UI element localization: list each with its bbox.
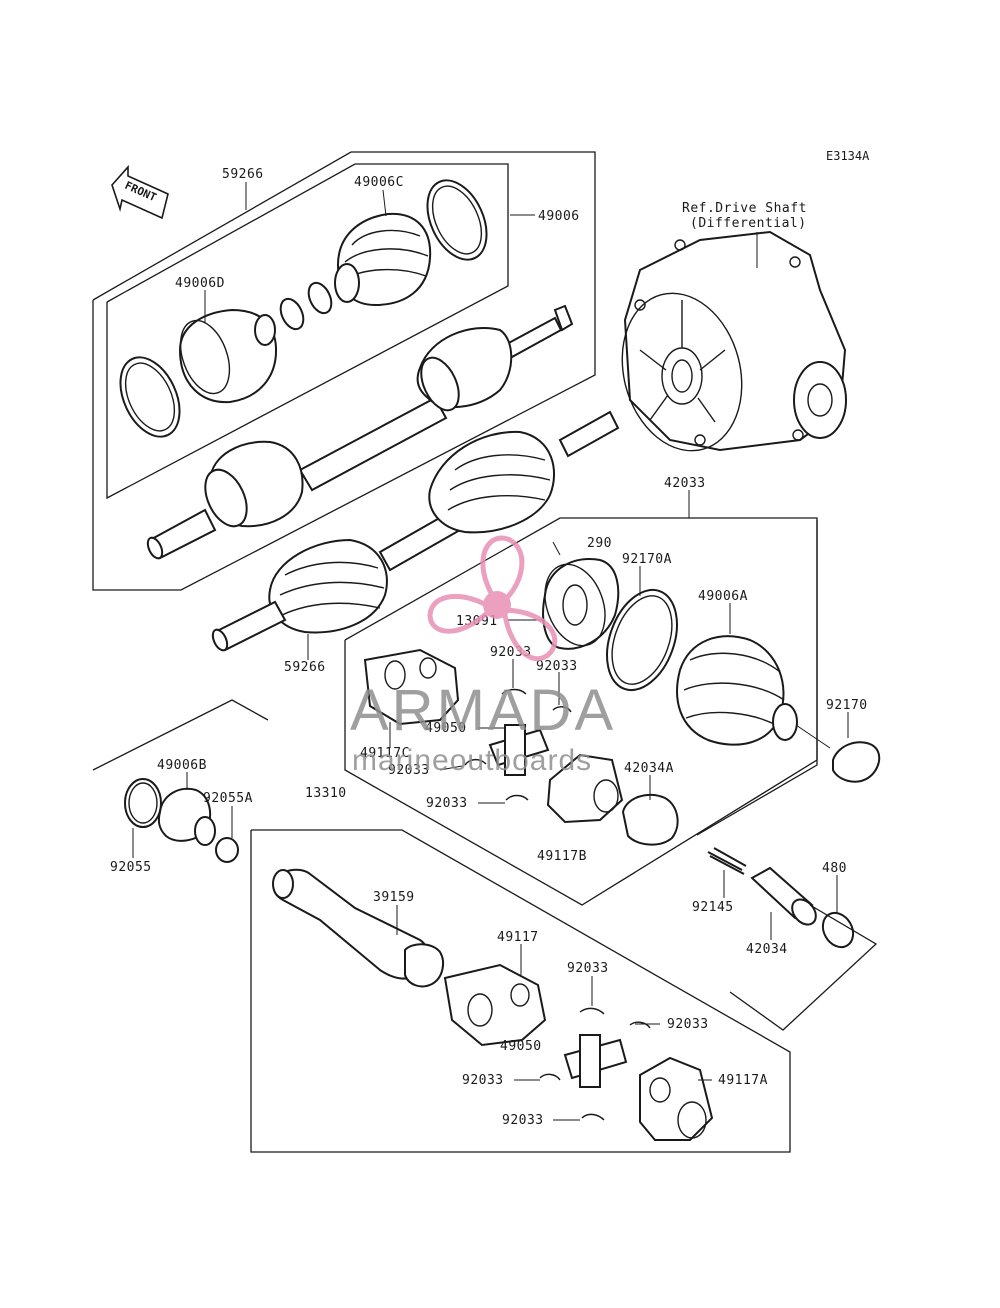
label-92033-d: 92033 [426,796,468,811]
reference-label: Ref.Drive Shaft (Differential) [682,201,807,268]
label-49006: 49006 [538,209,580,224]
label-49050-b: 49050 [500,1039,542,1054]
label-290: 290 [587,536,612,551]
diagram-code: E3134A [826,149,870,163]
label-49117C: 49117C [360,746,410,761]
drive-shaft-upper [146,304,574,560]
label-49006D: 49006D [175,276,225,291]
label-49006A: 49006A [698,589,748,604]
label-92033-c: 92033 [388,763,430,778]
label-92055A: 92055A [203,791,253,806]
middle-parts [363,558,881,949]
label-49006B: 49006B [157,758,207,773]
upper-shaft-frame [92,151,596,591]
differential-housing [621,230,847,452]
label-42034: 42034 [746,942,788,957]
propeller-logo-icon [427,535,558,662]
label-49117A: 49117A [718,1073,768,1088]
label-39159: 39159 [373,890,415,905]
front-arrow-icon: FRONT [111,164,169,220]
label-92170A: 92170A [622,552,672,567]
label-92033-b: 92033 [536,659,578,674]
label-92033-g: 92033 [462,1073,504,1088]
label-42033: 42033 [664,476,706,491]
label-42034A: 42034A [624,761,674,776]
label-49050-a: 49050 [425,721,467,736]
middle-frame [344,517,818,906]
label-92170: 92170 [826,698,868,713]
boot-kit-parts [119,179,488,438]
label-49117: 49117 [497,930,539,945]
label-13310: 13310 [305,786,347,801]
label-59266-bottom: 59266 [284,660,326,675]
watermark-subtitle: marineoutboards [352,744,592,777]
drive-shaft-lower [211,410,620,652]
label-92145: 92145 [692,900,734,915]
label-92033-h: 92033 [502,1113,544,1128]
label-49117B: 49117B [537,849,587,864]
lower-frame [250,829,791,1153]
label-49006C: 49006C [354,175,404,190]
label-92033-e: 92033 [567,961,609,976]
left-seal-group [92,699,269,863]
label-92033-f: 92033 [667,1017,709,1032]
ref-label-line2: (Differential) [690,216,807,231]
lower-shaft-assembly [272,868,714,1141]
watermark: ARMADA marineoutboards [350,535,616,777]
watermark-brand: ARMADA [350,678,616,743]
part-labels: 59266 49006C 49006 49006D 59266 42033 29… [110,167,868,1128]
ref-label-line1: Ref.Drive Shaft [682,201,807,216]
label-92055: 92055 [110,860,152,875]
label-480: 480 [822,861,847,876]
leader-lines [132,182,849,1121]
lower-right-frame [729,904,878,1031]
label-59266-top: 59266 [222,167,264,182]
